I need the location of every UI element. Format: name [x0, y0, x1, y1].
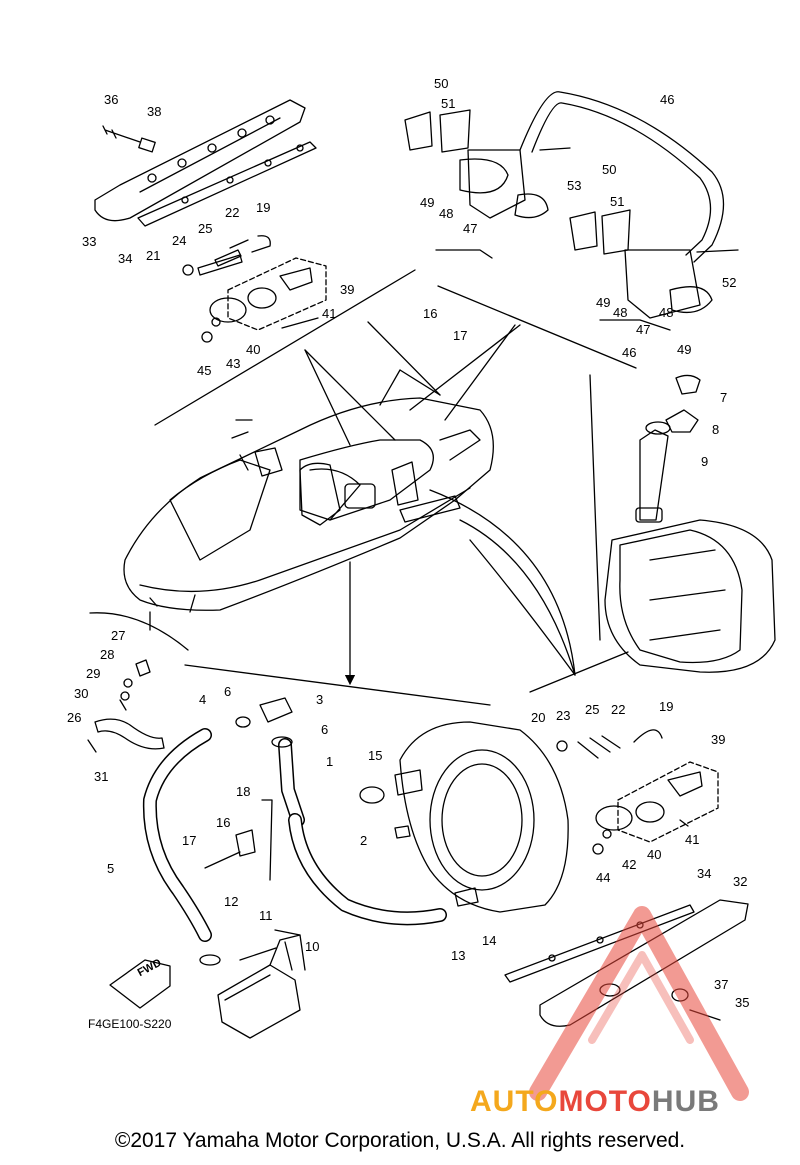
part-number: 29 [86, 666, 100, 681]
watercraft-hull [123, 397, 494, 611]
part-number: 23 [556, 708, 570, 723]
part-number: 42 [622, 857, 636, 872]
part-number: 52 [722, 275, 736, 290]
part-number: 14 [482, 933, 496, 948]
grab-rail-part [94, 99, 306, 222]
part-number: 46 [622, 345, 636, 360]
bracket-39 [227, 257, 327, 331]
part-number: 41 [685, 832, 699, 847]
part-number: 17 [453, 328, 467, 343]
part-number: 4 [199, 692, 206, 707]
part-number: 51 [441, 96, 455, 111]
part-number: 44 [596, 870, 610, 885]
bracket-39-lower [617, 761, 719, 843]
part-number: 39 [340, 282, 354, 297]
part-number: 46 [660, 92, 674, 107]
part-number: 49 [677, 342, 691, 357]
part-number: 8 [712, 422, 719, 437]
part-number: 19 [659, 699, 673, 714]
part-number: 43 [226, 356, 240, 371]
part-number: 48 [659, 305, 673, 320]
part-number: 38 [147, 104, 161, 119]
watermark-text-1: AUTO [470, 1085, 559, 1118]
impeller-housing [399, 721, 569, 913]
part-number: 26 [67, 710, 81, 725]
part-number: 40 [647, 847, 661, 862]
part-number: 47 [463, 221, 477, 236]
part-number: 50 [434, 76, 448, 91]
part-number: 53 [567, 178, 581, 193]
clamp-26 [94, 718, 165, 750]
jet-pump [604, 519, 776, 673]
watermark-triangle [529, 906, 749, 1101]
part-number: 17 [182, 833, 196, 848]
part-number: 47 [636, 322, 650, 337]
part-number: 16 [216, 815, 230, 830]
part-number: 49 [420, 195, 434, 210]
part-number: 24 [172, 233, 186, 248]
part-number: 21 [146, 248, 160, 263]
fwd-arrow [109, 959, 171, 1009]
control-box-10 [217, 964, 301, 1039]
part-number: 16 [423, 306, 437, 321]
part-number: 25 [585, 702, 599, 717]
part-number: 45 [197, 363, 211, 378]
part-number: 51 [610, 194, 624, 209]
part-number: 12 [224, 894, 238, 909]
part-number: 31 [94, 769, 108, 784]
part-number: 6 [224, 684, 231, 699]
part-number: 22 [611, 702, 625, 717]
part-number: 48 [439, 206, 453, 221]
watermark-text-3: HUB [651, 1085, 720, 1118]
part-number: 20 [531, 710, 545, 725]
part-number: 18 [236, 784, 250, 799]
part-number: 6 [321, 722, 328, 737]
grab-rail-lower [539, 899, 749, 1027]
part-number: 10 [305, 939, 319, 954]
part-number: 36 [104, 92, 118, 107]
part-number: 39 [711, 732, 725, 747]
part-number: 41 [322, 306, 336, 321]
copyright-notice: ©2017 Yamaha Motor Corporation, U.S.A. A… [114, 1129, 686, 1152]
part-number: 7 [720, 390, 727, 405]
rail-strip-part [137, 141, 317, 227]
bolt-36 [102, 125, 141, 143]
part-number: 48 [613, 305, 627, 320]
drawing-code: F4GE100-S220 [88, 1017, 172, 1031]
part-number: 33 [82, 234, 96, 249]
part-number: 9 [701, 454, 708, 469]
part-number: 32 [733, 874, 747, 889]
part-number: 22 [225, 205, 239, 220]
part-number: 49 [596, 295, 610, 310]
part-number: 37 [714, 977, 728, 992]
part-number: 40 [246, 342, 260, 357]
part-number: 35 [735, 995, 749, 1010]
part-number: 3 [316, 692, 323, 707]
part-number: 30 [74, 686, 88, 701]
part-number: 50 [602, 162, 616, 177]
part-number: 25 [198, 221, 212, 236]
part-number: 19 [256, 200, 270, 215]
part-number: 11 [259, 908, 273, 923]
tow-handle-46 [519, 91, 725, 263]
part-number: 34 [118, 251, 132, 266]
part-number: 13 [451, 948, 465, 963]
part-number: 1 [326, 754, 333, 769]
part-number: 27 [111, 628, 125, 643]
part-number: 2 [360, 833, 367, 848]
part-number: 5 [107, 861, 114, 876]
part-number: 34 [697, 866, 711, 881]
watermark-text-2: MOTO [558, 1085, 652, 1118]
bracket-plate [467, 149, 526, 219]
watermark-logo: AUTOMOTOHUB [470, 1085, 720, 1119]
part-number: 28 [100, 647, 114, 662]
part-number: 15 [368, 748, 382, 763]
